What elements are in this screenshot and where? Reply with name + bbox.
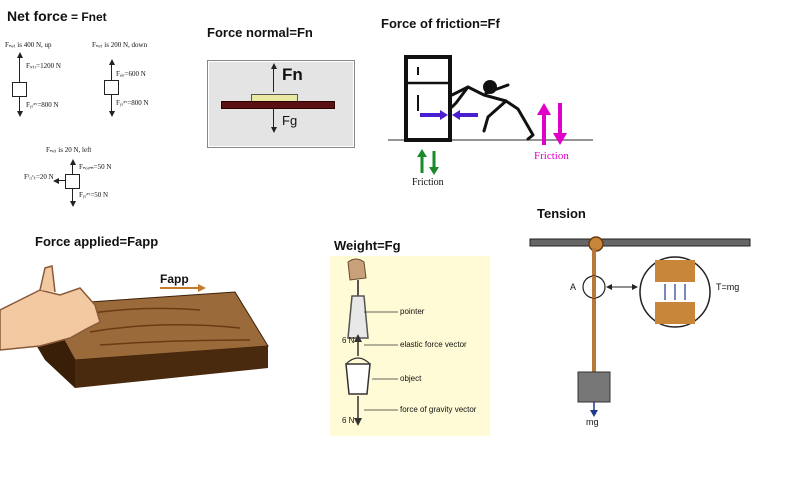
net-force-title: Net force bbox=[7, 8, 68, 24]
force-normal-table bbox=[221, 101, 335, 109]
net-force-d2-top-label: Fₐᵢᵣ=600 N bbox=[116, 70, 146, 78]
weight-gravity-label: force of gravity vector bbox=[400, 405, 477, 414]
weight-panel bbox=[330, 256, 490, 436]
net-force-d2-down-arrow bbox=[109, 111, 115, 117]
friction-illustration bbox=[388, 55, 593, 175]
tension-mass bbox=[577, 371, 611, 403]
weight-hand bbox=[347, 258, 367, 281]
net-force-d3-up-line bbox=[72, 163, 74, 174]
force-applied-title: Force applied=Fapp bbox=[35, 234, 159, 249]
weight-pointer-label: pointer bbox=[400, 307, 425, 316]
weight-object-label: object bbox=[400, 374, 422, 383]
tension-mg-label: mg bbox=[586, 417, 599, 427]
net-force-d1-up-arrow bbox=[17, 52, 23, 58]
net-force-d3-net-label: Fₙₑₜ is 20 N, left bbox=[46, 146, 92, 154]
force-normal-up-arrow bbox=[271, 63, 277, 69]
net-force-d1-box bbox=[12, 82, 27, 97]
net-force-d2-up-line bbox=[111, 63, 113, 80]
force-normal-fg-label: Fg bbox=[282, 113, 298, 128]
net-force-d1-down-line bbox=[19, 97, 21, 112]
weight-bucket bbox=[345, 363, 371, 395]
applied-board-front bbox=[75, 346, 268, 388]
net-force-d3-bottom-label: Fᵧᵣᵃᵛ=50 N bbox=[79, 191, 109, 199]
net-force-d2-box bbox=[104, 80, 119, 95]
net-force-d1-bottom-label: Fᵧᵣᵃᵛ=800 N bbox=[26, 101, 59, 109]
net-force-d1-net-label: Fₙₑₜ is 400 N, up bbox=[5, 41, 52, 49]
net-force-d3-box bbox=[65, 174, 80, 189]
weight-spring-scale bbox=[347, 295, 369, 339]
applied-arrow-head bbox=[198, 284, 206, 292]
friction-person bbox=[450, 83, 535, 141]
tension-bar bbox=[529, 238, 751, 247]
tension-a-label: A bbox=[570, 282, 577, 292]
net-force-d2-net-label: Fₙₑₜ is 200 N, down bbox=[92, 41, 148, 49]
force-applied-label: Fapp bbox=[160, 272, 189, 286]
net-force-d3-top-label: Fₙₒᵣₘ=50 N bbox=[79, 163, 112, 171]
net-force-d1-down-arrow bbox=[17, 111, 23, 117]
net-force-d3-down-line bbox=[72, 189, 74, 202]
force-normal-down-arrow bbox=[271, 127, 277, 133]
force-normal-title: Force normal=Fn bbox=[207, 25, 313, 40]
net-force-d2-up-arrow bbox=[109, 59, 115, 65]
weight-title: Weight=Fg bbox=[334, 238, 401, 253]
net-force-equation: = Fnet bbox=[71, 10, 107, 24]
force-normal-down-line bbox=[273, 108, 275, 128]
net-force-d3-left-arrow bbox=[53, 178, 59, 184]
weight-illustration bbox=[345, 258, 371, 426]
net-force-d3-left-line bbox=[58, 180, 65, 182]
net-force-d2-bottom-label: Fᵧᵣᵃᵛ=800 N bbox=[116, 99, 149, 107]
force-normal-up-line bbox=[273, 68, 275, 92]
weight-n-top: 6 N bbox=[342, 336, 355, 345]
friction-title: Force of friction=Ff bbox=[381, 16, 500, 31]
force-normal-fn-label: Fn bbox=[282, 65, 303, 84]
net-force-d1-up-line bbox=[19, 56, 21, 82]
tension-t-label: T=mg bbox=[716, 282, 740, 292]
friction-fridge bbox=[404, 55, 452, 142]
weight-elastic-label: elastic force vector bbox=[400, 340, 467, 349]
net-force-d3-down-arrow bbox=[70, 201, 76, 207]
friction-label-right: Friction bbox=[534, 150, 569, 162]
force-applied-illustration bbox=[0, 265, 269, 388]
friction-label-left: Friction bbox=[412, 177, 444, 188]
net-force-d3-up-arrow bbox=[70, 159, 76, 165]
net-force-d3-left-label: Fᶠᵣᵢᶜₜ=20 N bbox=[24, 173, 54, 181]
weight-leader-lines bbox=[364, 311, 398, 411]
net-force-d2-down-line bbox=[111, 95, 113, 112]
tension-illustration bbox=[529, 236, 751, 417]
net-force-d1-top-label: Fₛₜᵣ=1200 N bbox=[26, 62, 61, 70]
weight-n-bottom: 6 N bbox=[342, 416, 355, 425]
tension-title: Tension bbox=[537, 206, 586, 221]
applied-hand bbox=[0, 287, 101, 351]
